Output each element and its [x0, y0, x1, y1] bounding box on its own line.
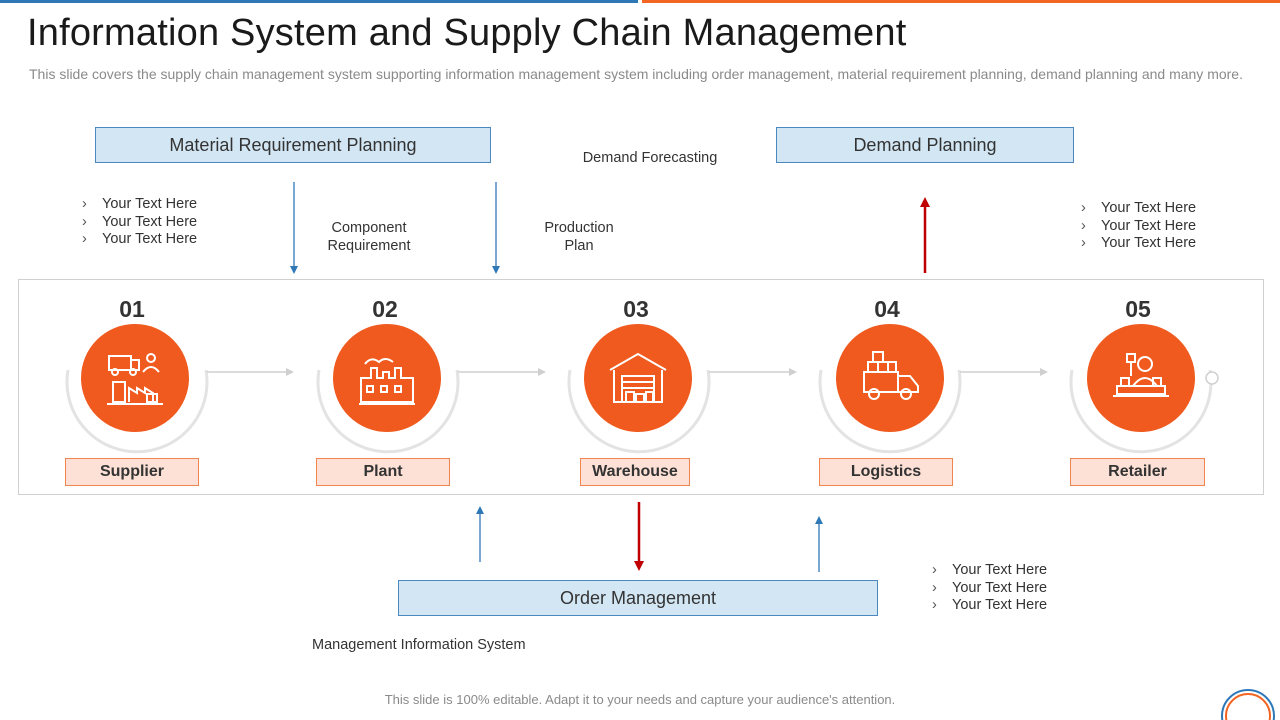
component-requirement-label: Component Requirement — [299, 219, 439, 255]
step-number: 02 — [372, 296, 398, 322]
step-number: 04 — [874, 296, 900, 322]
step-label-text: Plant — [363, 463, 403, 480]
step-number: 05 — [1125, 296, 1151, 322]
step-arc — [818, 369, 962, 454]
demand-planning-box: Demand Planning — [776, 127, 1074, 163]
step-circle-retailer — [1087, 324, 1195, 432]
chevron-right-icon: › — [82, 231, 87, 247]
order-management-box: Order Management — [398, 580, 878, 616]
step-label-text: Logistics — [850, 463, 922, 480]
production-plan-line-2: Plan — [564, 238, 594, 254]
chevron-right-icon: › — [932, 579, 937, 596]
list-item: › Your Text Here — [82, 231, 197, 249]
warehouse-icon — [609, 352, 667, 403]
list-item: › Your Text Here — [1081, 218, 1196, 236]
mrp-box-label: Material Requirement Planning — [169, 134, 417, 155]
step-label-plant: Plant — [316, 458, 450, 486]
step-arc — [1069, 369, 1213, 454]
step-circle-warehouse — [584, 324, 692, 432]
step-number: 01 — [119, 296, 145, 322]
material-requirement-planning-box: Material Requirement Planning — [95, 127, 491, 163]
step-label-text: Supplier — [99, 463, 164, 480]
production-plan-line-1: Production — [544, 220, 614, 236]
bullet-text: Your Text Here — [952, 579, 1048, 596]
bullet-text: Your Text Here — [952, 562, 1048, 578]
bullet-text: Your Text Here — [102, 213, 198, 230]
step-label-text: Warehouse — [592, 463, 678, 480]
step-label-retailer: Retailer — [1070, 458, 1205, 486]
retailer-icon — [1113, 353, 1169, 397]
step-circle-plant — [333, 324, 441, 432]
demand-box-label: Demand Planning — [853, 134, 997, 155]
bullet-list-top-right: › Your Text Here › Your Text Here › Your Te… — [1081, 200, 1196, 253]
list-item: › Your Text Here — [932, 597, 1047, 615]
flow-end-dot — [1205, 371, 1219, 385]
step-label-supplier: Supplier — [65, 458, 199, 486]
step-arc — [316, 369, 460, 454]
truck-icon — [863, 351, 919, 400]
step-number: 03 — [623, 296, 649, 322]
corner-ring-icon — [1221, 689, 1275, 720]
step-label-warehouse: Warehouse — [580, 458, 690, 486]
order-box-label: Order Management — [559, 587, 717, 608]
list-item: › Your Text Here — [1081, 235, 1196, 253]
chevron-right-icon: › — [932, 597, 937, 613]
top-accent-bar-blue — [0, 0, 638, 3]
component-requirement-line-1: Component — [331, 220, 407, 236]
step-circle-logistics — [836, 324, 944, 432]
step-circle-supplier — [81, 324, 189, 432]
chevron-right-icon: › — [82, 213, 87, 230]
bullet-text: Your Text Here — [1101, 200, 1197, 216]
bullet-text: Your Text Here — [102, 231, 198, 247]
demand-forecasting-label: Demand Forecasting — [582, 150, 718, 166]
component-requirement-line-2: Requirement — [327, 238, 411, 254]
process-flow-panel — [18, 279, 1264, 495]
bullet-text: Your Text Here — [102, 196, 198, 212]
list-item: › Your Text Here — [82, 196, 197, 214]
step-label-logistics: Logistics — [819, 458, 953, 486]
chevron-right-icon: › — [932, 562, 937, 578]
step-arc — [567, 369, 711, 454]
bullet-text: Your Text Here — [952, 597, 1048, 613]
bullet-text: Your Text Here — [1101, 235, 1197, 251]
step-label-text: Retailer — [1108, 463, 1167, 480]
list-item: › Your Text Here — [82, 214, 197, 232]
page-title: Information System and Supply Chain Mana… — [27, 12, 907, 54]
chevron-right-icon: › — [1081, 217, 1086, 234]
bullet-text: Your Text Here — [1101, 217, 1197, 234]
footer-note: This slide is 100% editable. Adapt it to… — [384, 692, 896, 707]
bullet-list-bottom-right: › Your Text Here › Your Text Here › Your Te… — [932, 562, 1047, 615]
page-subtitle: This slide covers the supply chain manag… — [29, 66, 1243, 82]
factory-icon — [359, 358, 415, 405]
step-arc — [65, 369, 209, 454]
bullet-list-top-left: › Your Text Here › Your Text Here › Your Te… — [82, 196, 197, 249]
top-accent-bar-orange — [642, 0, 1280, 3]
management-information-system-label: Management Information System — [312, 637, 526, 653]
list-item: › Your Text Here — [932, 562, 1047, 580]
chevron-right-icon: › — [1081, 235, 1086, 251]
list-item: › Your Text Here — [1081, 200, 1196, 218]
supplier-icon — [107, 353, 163, 405]
chevron-right-icon: › — [1081, 200, 1086, 216]
chevron-right-icon: › — [82, 196, 87, 212]
production-plan-label: Production Plan — [519, 219, 639, 255]
list-item: › Your Text Here — [932, 580, 1047, 598]
